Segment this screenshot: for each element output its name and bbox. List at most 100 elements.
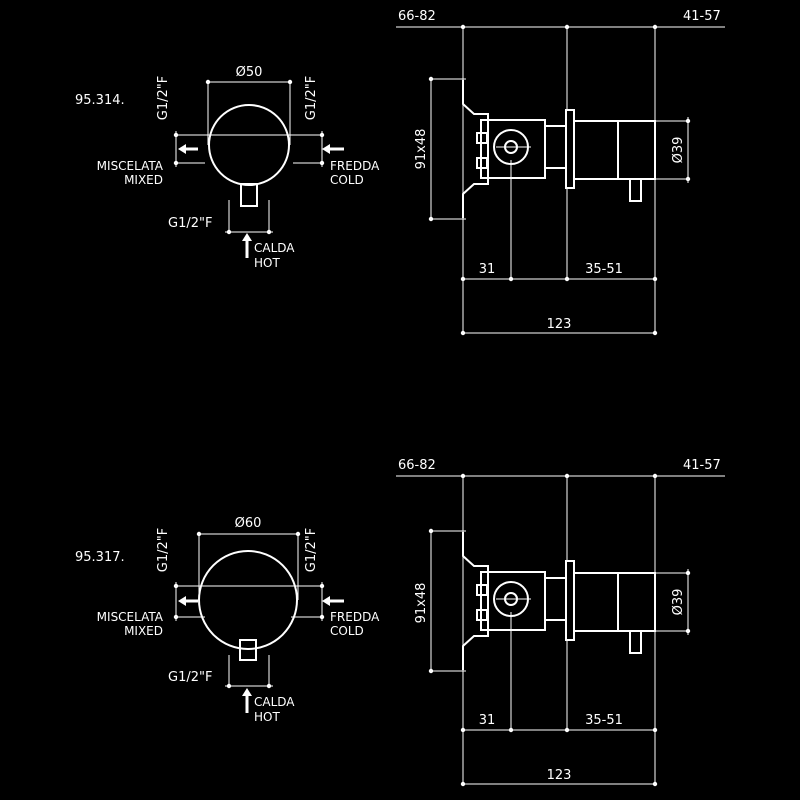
dim-point: [460, 781, 466, 787]
valve-body: [480, 571, 546, 631]
thread-left-label: G1/2"F: [156, 528, 171, 572]
handle-sleeve: [573, 120, 619, 180]
dim-height: 91x48: [414, 129, 429, 170]
dim-point: [205, 79, 211, 85]
cold-arrow-icon: [322, 596, 344, 606]
dim-top-left: 66-82: [398, 458, 436, 473]
dim-point: [652, 781, 658, 787]
dim-point: [685, 570, 691, 576]
mixed-arrow-icon: [178, 144, 198, 154]
front-view: 95.317. Ø60 G1/2"F G1/2"F MISCELATA MIX: [75, 516, 380, 724]
handle-cap: [617, 120, 656, 180]
dim-point: [508, 727, 514, 733]
hot-label-en: HOT: [254, 256, 280, 270]
dim-total: 123: [547, 317, 572, 332]
dim-bottom-left: 31: [479, 262, 496, 277]
hot-arrow-icon: [242, 233, 252, 258]
lever-stub: [239, 639, 257, 661]
spindle: [544, 125, 567, 169]
cold-label-en: COLD: [330, 173, 364, 187]
mixed-label-en: MIXED: [124, 624, 163, 638]
dim-point: [173, 160, 179, 166]
dim-point: [508, 276, 514, 282]
dim-point: [652, 276, 658, 282]
thread-right-label: G1/2"F: [304, 76, 319, 120]
mixed-arrow-icon: [178, 596, 198, 606]
thread-bottom-label: G1/2"F: [168, 216, 212, 231]
hot-label-en: HOT: [254, 710, 280, 724]
dim-point: [196, 531, 202, 537]
hot-label-it: CALDA: [254, 695, 295, 709]
spindle: [544, 577, 567, 621]
dim-bottom-left: 31: [479, 713, 496, 728]
cover-plate-circle: [198, 550, 298, 650]
cold-label-it: FREDDA: [330, 610, 380, 624]
dim-point: [460, 727, 466, 733]
dim-handle-diameter: Ø39: [671, 137, 686, 164]
thread-bottom-label: G1/2"F: [168, 670, 212, 685]
handle-sleeve: [573, 572, 619, 632]
dim-point: [173, 583, 179, 589]
dim-point: [428, 76, 434, 82]
wall-flange: [565, 109, 575, 189]
dim-point: [460, 276, 466, 282]
dim-point: [173, 614, 179, 620]
dim-point: [460, 330, 466, 336]
port-bottom: [476, 157, 488, 169]
dim-point: [287, 79, 293, 85]
dim-point: [428, 216, 434, 222]
dim-height: 91x48: [414, 583, 429, 624]
cold-label-en: COLD: [330, 624, 364, 638]
front-view: 95.314. Ø50 G1/2"F G1/2"F: [75, 65, 380, 270]
thread-left-label: G1/2"F: [156, 76, 171, 120]
dim-point: [564, 727, 570, 733]
dim-point: [266, 683, 272, 689]
dim-point: [564, 276, 570, 282]
dim-handle-diameter: Ø39: [671, 589, 686, 616]
dim-top-right: 41-57: [683, 9, 721, 24]
plate-diameter-label: Ø60: [235, 516, 262, 531]
dim-point: [319, 132, 325, 138]
mixed-label-en: MIXED: [124, 173, 163, 187]
dim-bottom-right: 35-51: [585, 262, 623, 277]
dim-point: [226, 229, 232, 235]
port-top: [476, 132, 488, 144]
dim-point: [652, 727, 658, 733]
cold-label-it: FREDDA: [330, 159, 380, 173]
dim-point: [428, 528, 434, 534]
mounting-bracket: [462, 532, 489, 670]
dim-point: [319, 583, 325, 589]
dim-point: [226, 683, 232, 689]
product-code: 95.317.: [75, 550, 125, 565]
product-code: 95.314.: [75, 93, 125, 108]
port-bottom: [476, 609, 488, 621]
dim-total: 123: [547, 768, 572, 783]
panel-95-314: 95.314. Ø50 G1/2"F G1/2"F: [75, 9, 725, 336]
dim-point: [173, 132, 179, 138]
dim-point: [266, 229, 272, 235]
dim-point: [685, 628, 691, 634]
side-view: 66-82 41-57 91x48: [396, 9, 725, 336]
dim-point: [652, 330, 658, 336]
hot-arrow-icon: [242, 688, 252, 713]
dim-top-left: 66-82: [398, 9, 436, 24]
dim-bottom-right: 35-51: [585, 713, 623, 728]
hot-label-it: CALDA: [254, 241, 295, 255]
dim-point: [319, 614, 325, 620]
handle-lever: [629, 630, 642, 654]
dim-top-right: 41-57: [683, 458, 721, 473]
handle-cap: [617, 572, 656, 632]
mounting-bracket: [462, 80, 489, 218]
dim-point: [685, 118, 691, 124]
valve-body: [480, 119, 546, 179]
side-view: 66-82 41-57 91x48: [396, 458, 725, 787]
mixed-label-it: MISCELATA: [97, 159, 164, 173]
mixed-label-it: MISCELATA: [97, 610, 164, 624]
dim-point: [295, 531, 301, 537]
plate-diameter-label: Ø50: [236, 65, 263, 80]
dim-point: [685, 176, 691, 182]
panel-95-317: 95.317. Ø60 G1/2"F G1/2"F MISCELATA MIX: [75, 458, 725, 787]
dim-point: [319, 160, 325, 166]
